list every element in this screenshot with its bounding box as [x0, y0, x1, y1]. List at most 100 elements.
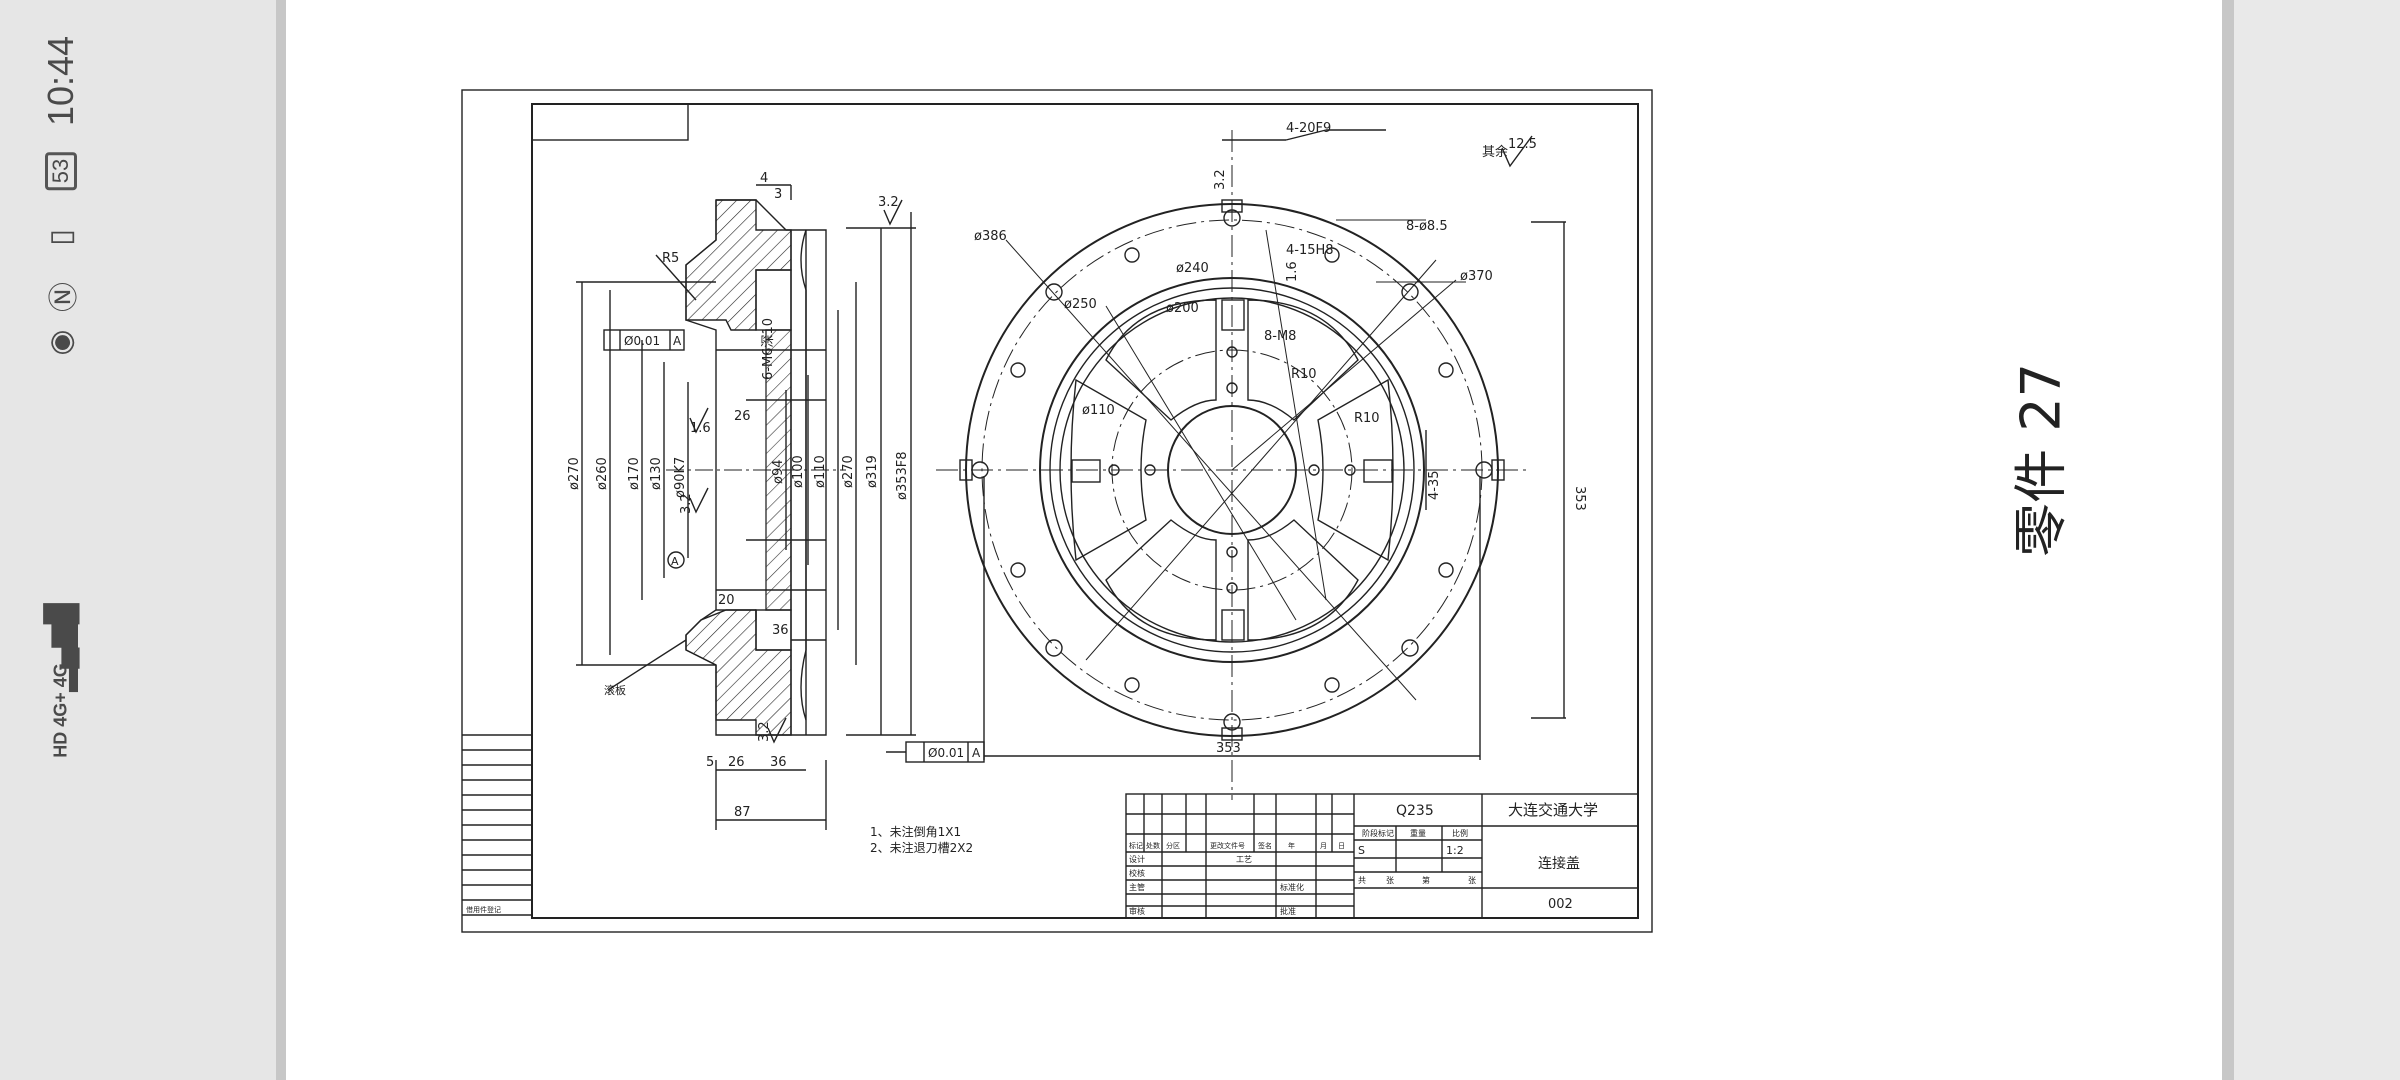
signal-icon: ▂▄▆█ [44, 603, 78, 692]
tb-header: 比例 [1452, 828, 1468, 838]
signature-row: 校核 [1129, 868, 1145, 878]
plan-dim: 4-35 [1427, 470, 1442, 500]
stage-mark: S [1358, 844, 1365, 857]
side-strip [462, 734, 532, 916]
plan-dim: 353 [1216, 741, 1241, 756]
roughness-label: 3.2 [679, 493, 694, 514]
side-label: 借用件登记 [466, 905, 501, 914]
nfc-icon: Ⓝ [48, 282, 81, 312]
section-dim: ø130 [649, 457, 664, 490]
part-name: 连接盖 [1538, 855, 1580, 872]
plan-dim: ø110 [1082, 403, 1115, 418]
signature-row: 主管 [1129, 882, 1145, 892]
roughness-label: 1.6 [1285, 261, 1300, 282]
rev-header: 日 [1338, 842, 1345, 850]
section-note: 6-M6深10 [761, 318, 776, 380]
signature-row: 审核 [1129, 906, 1145, 916]
section-dim: ø260 [595, 457, 610, 490]
page-edge-left [276, 0, 286, 1080]
tb-header: 重量 [1410, 828, 1426, 838]
section-dim: ø270 [841, 455, 856, 488]
plan-dim: R10 [1354, 411, 1380, 426]
vibrate-icon: ▯ [44, 229, 78, 246]
rev-header: 更改文件号 [1210, 841, 1245, 850]
page-edge-right [2222, 0, 2234, 1080]
plan-dim: 8-M8 [1264, 329, 1296, 344]
inner-frame [531, 103, 1639, 919]
material: Q235 [1396, 803, 1434, 819]
tolerance-left-datum: A [673, 334, 682, 348]
roughness-label: 3.2 [878, 195, 899, 210]
plan-dim: ø200 [1166, 301, 1199, 316]
tb-sheets: 第 [1422, 875, 1430, 885]
section-small-dim: 5 [706, 755, 714, 770]
section-dim: ø270 [567, 457, 582, 490]
roughness-other-value: 12.5 [1508, 137, 1537, 152]
section-small-dim: 26 [734, 409, 751, 424]
section-small-dim: 3 [774, 187, 782, 202]
tb-sheets: 共 [1358, 876, 1366, 885]
plan-dim: ø240 [1176, 261, 1209, 276]
rev-header: 分区 [1166, 841, 1180, 850]
plan-dim: R10 [1291, 367, 1317, 382]
roughness-label: 3.2 [1213, 169, 1228, 190]
signature-row: 工艺 [1236, 855, 1252, 864]
rev-header: 处数 [1146, 841, 1160, 850]
section-note: 滚板 [604, 683, 626, 697]
plan-dim: 4-20F9 [1286, 121, 1331, 136]
signature-row: 标准化 [1280, 882, 1304, 892]
section-dim: ø90K7 [673, 457, 688, 498]
tolerance-left-value: Ø0.01 [624, 334, 660, 348]
document-page[interactable]: 其余 12.5 3.2 3.2 1.6 1.6 3.2 3.2 ø270 ø26… [286, 0, 2222, 1080]
viewer-gutter-right [2234, 0, 2400, 1080]
roughness-label: 1.6 [690, 421, 711, 436]
section-small-dim: 87 [734, 805, 751, 820]
eye-comfort-icon: ◉ [44, 329, 78, 356]
section-dim: ø170 [627, 457, 642, 490]
tb-header: 阶段标记 [1362, 828, 1394, 838]
section-note: R5 [662, 251, 679, 266]
section-dim: ø110 [813, 455, 828, 488]
signature-row: 设计 [1129, 854, 1145, 864]
signature-row: 批准 [1280, 906, 1296, 916]
section-view [576, 184, 985, 830]
outer-frame [461, 89, 1653, 933]
status-bar: 10:44 53 ▯ Ⓝ ◉ HD 4G+ 4G ▂▄▆█ [0, 0, 122, 1080]
technical-note: 2、未注退刀槽2X2 [870, 840, 973, 855]
corner-box [531, 103, 689, 141]
plan-view [936, 129, 1566, 800]
scale: 1:2 [1446, 844, 1464, 857]
section-dim: ø319 [865, 455, 880, 488]
roughness-label: 3.2 [757, 721, 772, 742]
technical-drawing: 其余 12.5 3.2 3.2 1.6 1.6 3.2 3.2 ø270 ø26… [461, 89, 1653, 933]
section-dim: ø100 [791, 455, 806, 488]
technical-note: 1、未注倒角1X1 [870, 824, 961, 839]
datum-circle [667, 551, 685, 569]
plan-dim: 4-15H8 [1286, 243, 1334, 258]
datum-label: A [671, 555, 679, 568]
section-small-dim: 20 [718, 593, 735, 608]
status-time: 10:44 [40, 35, 81, 127]
plan-dim: 353 [1572, 486, 1587, 511]
section-small-dim: 4 [760, 171, 768, 186]
rev-header: 月 [1320, 842, 1327, 850]
battery-icon: 53 [45, 151, 77, 191]
university: 大连交通大学 [1508, 801, 1598, 819]
plan-dim: 8-ø8.5 [1406, 219, 1448, 234]
plan-dim: ø386 [974, 229, 1007, 244]
drawing-number: 002 [1548, 897, 1573, 912]
page-caption: 零件 27 [2006, 363, 2073, 557]
title-block [1125, 793, 1639, 919]
section-small-dim: 36 [770, 755, 787, 770]
page-caption-text: 零件 27 [2009, 363, 2073, 557]
section-dim: ø353F8 [895, 451, 910, 500]
section-small-dim: 36 [772, 623, 789, 638]
section-small-dim: 26 [728, 755, 745, 770]
tb-sheets: 张 [1386, 876, 1394, 885]
rev-header: 标记 [1129, 841, 1143, 850]
plan-dim: ø250 [1064, 297, 1097, 312]
plan-dim: ø370 [1460, 269, 1493, 284]
tolerance-bottom-value: Ø0.01 [928, 746, 964, 760]
rev-header: 年 [1288, 841, 1295, 850]
tolerance-frame-left [603, 329, 685, 351]
